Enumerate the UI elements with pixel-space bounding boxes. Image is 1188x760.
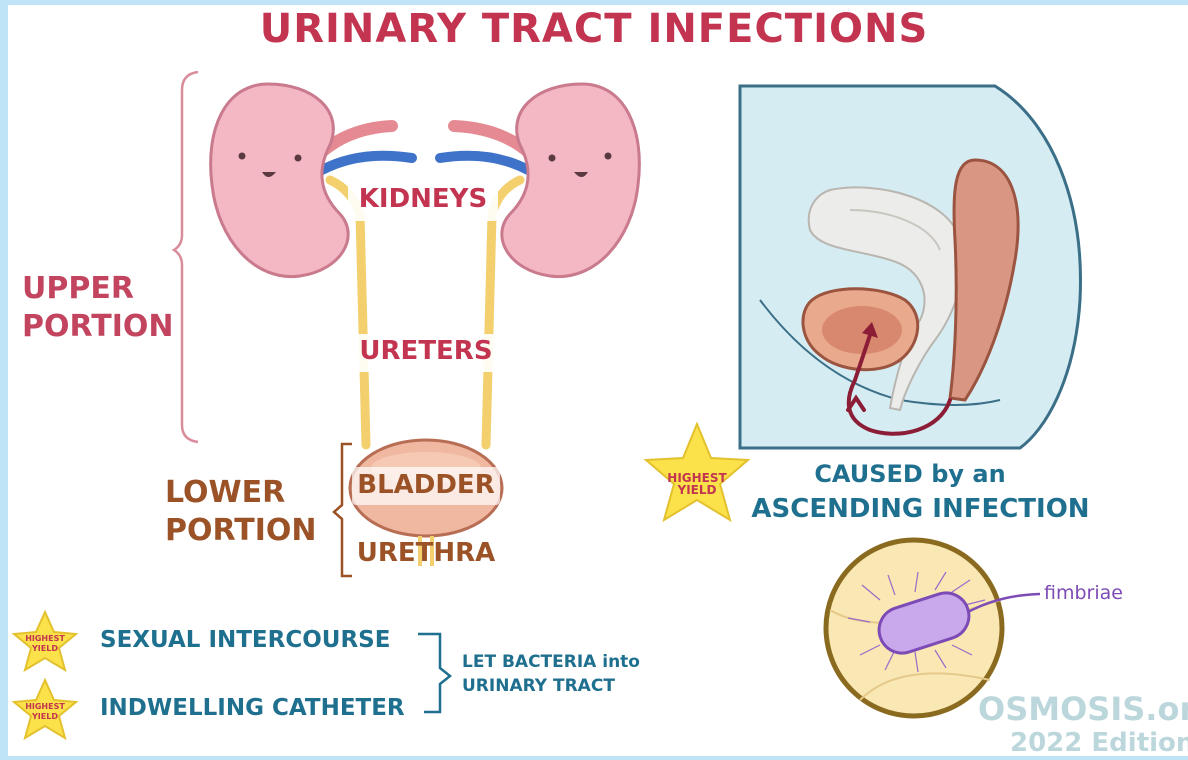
risk-bracket: [418, 634, 450, 712]
bladder-label: BLADDER: [350, 470, 502, 500]
lower-portion-label: LOWER PORTION: [165, 474, 316, 550]
left-renal-vein: [322, 156, 412, 170]
risk-note-line1: LET BACTERIA into: [462, 652, 640, 672]
infection-caption-line2: ASCENDING INFECTION: [748, 494, 1093, 524]
kidneys-label: KIDNEYS: [348, 184, 498, 214]
osmosis-watermark-edition: 2022 Edition: [1010, 728, 1188, 758]
right-renal-vein: [440, 156, 528, 170]
infection-caption-line1: CAUSED by an: [760, 460, 1060, 488]
risk-factor-indwelling-catheter: INDWELLING CATHETER: [100, 695, 405, 721]
page-title: URINARY TRACT INFECTIONS: [0, 6, 1188, 52]
ureters-label: URETERS: [350, 336, 502, 366]
upper-bracket: [174, 72, 198, 442]
fimbriae-label: fimbriae: [1044, 582, 1123, 604]
osmosis-watermark-brand: OSMOSIS.org: [978, 690, 1188, 728]
upper-portion-label: UPPER PORTION: [22, 270, 173, 346]
risk-note-line2: URINARY TRACT: [462, 676, 615, 696]
risk-factor-sexual-intercourse: SEXUAL INTERCOURSE: [100, 627, 390, 653]
urethra-label: URETHRA: [350, 538, 502, 568]
